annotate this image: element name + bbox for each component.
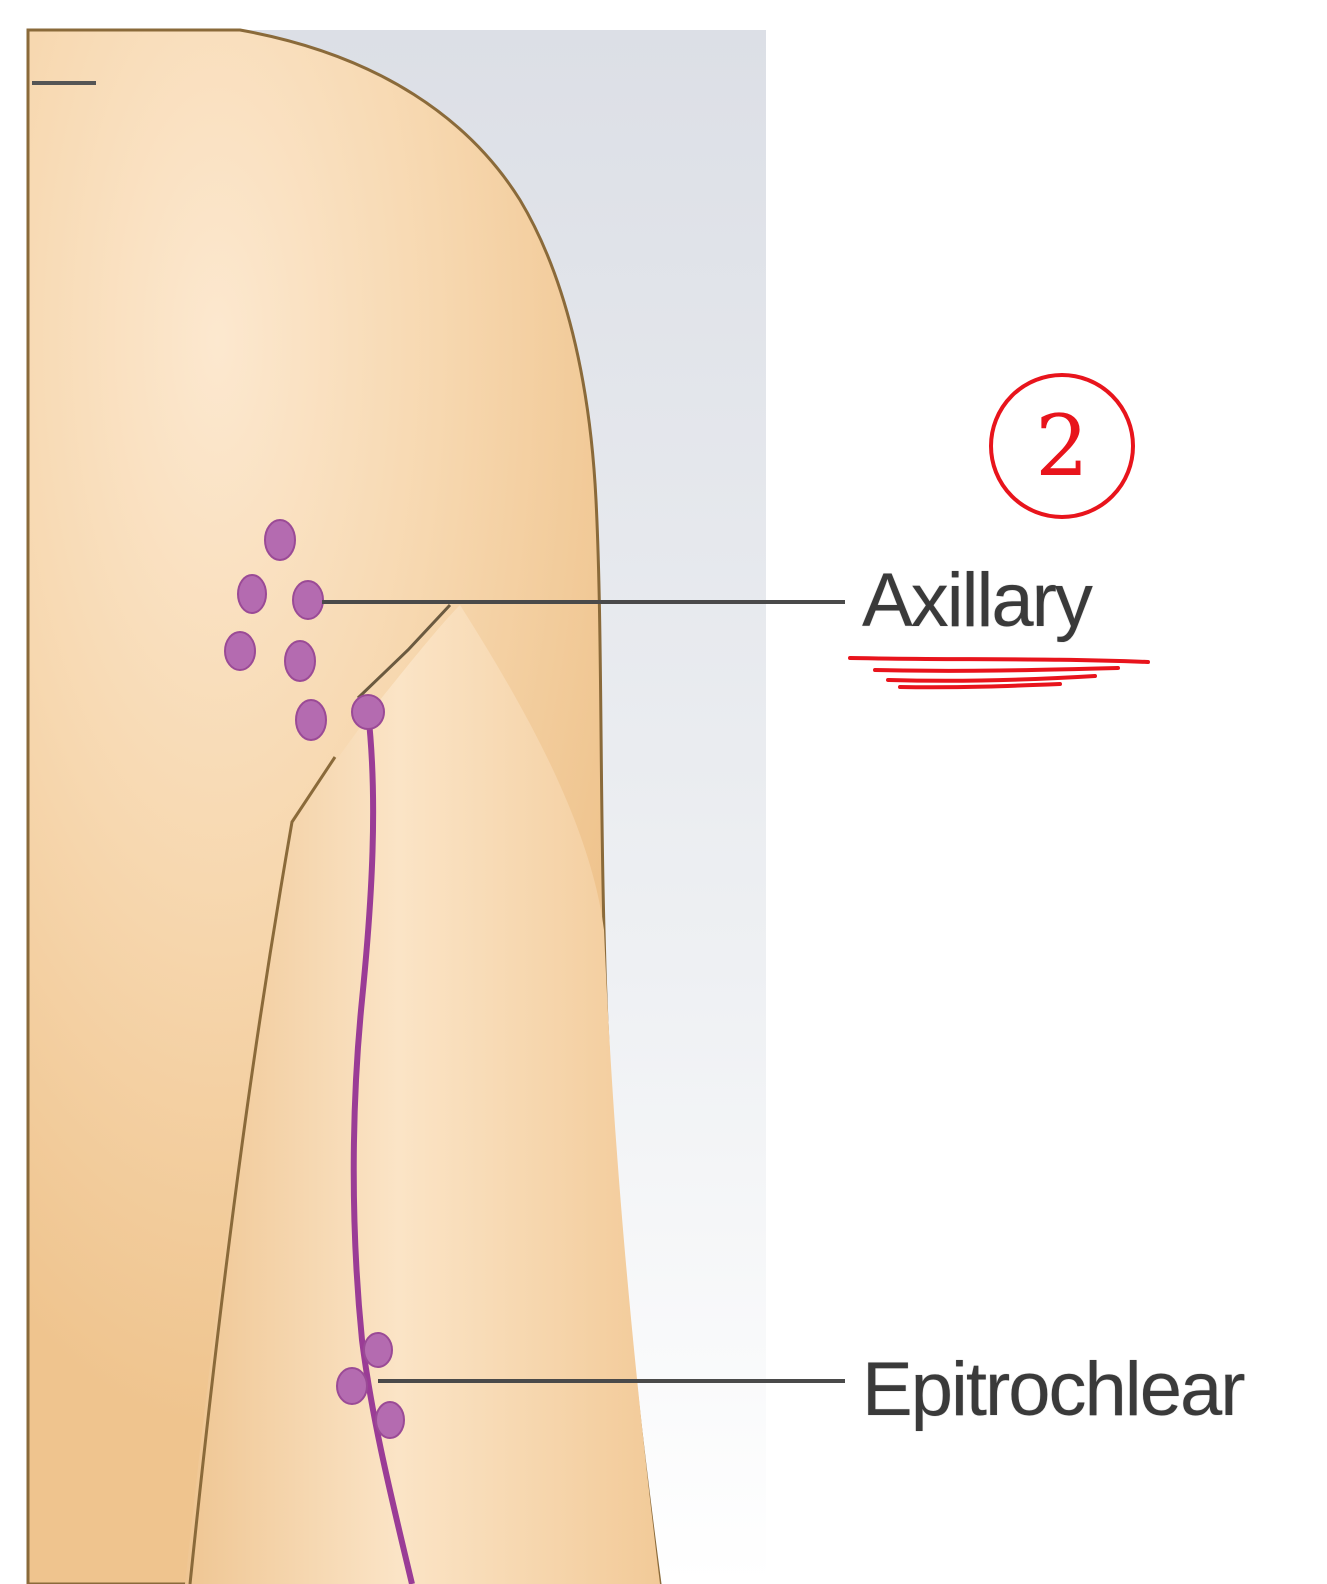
axillary-label: Axillary bbox=[862, 563, 1091, 639]
axillary-node bbox=[293, 581, 323, 619]
annotation-underline bbox=[850, 658, 1148, 687]
epitrochlear-node bbox=[376, 1402, 404, 1438]
epitrochlear-node bbox=[364, 1333, 392, 1367]
axillary-node bbox=[296, 700, 326, 740]
epitrochlear-label: Epitrochlear bbox=[862, 1352, 1244, 1428]
axillary-node bbox=[285, 641, 315, 681]
circled-number: 2 bbox=[1030, 398, 1094, 494]
axillary-node bbox=[352, 695, 384, 729]
axillary-node bbox=[238, 575, 266, 613]
epitrochlear-node bbox=[337, 1368, 367, 1404]
axillary-node bbox=[265, 520, 295, 560]
axillary-node bbox=[225, 632, 255, 670]
